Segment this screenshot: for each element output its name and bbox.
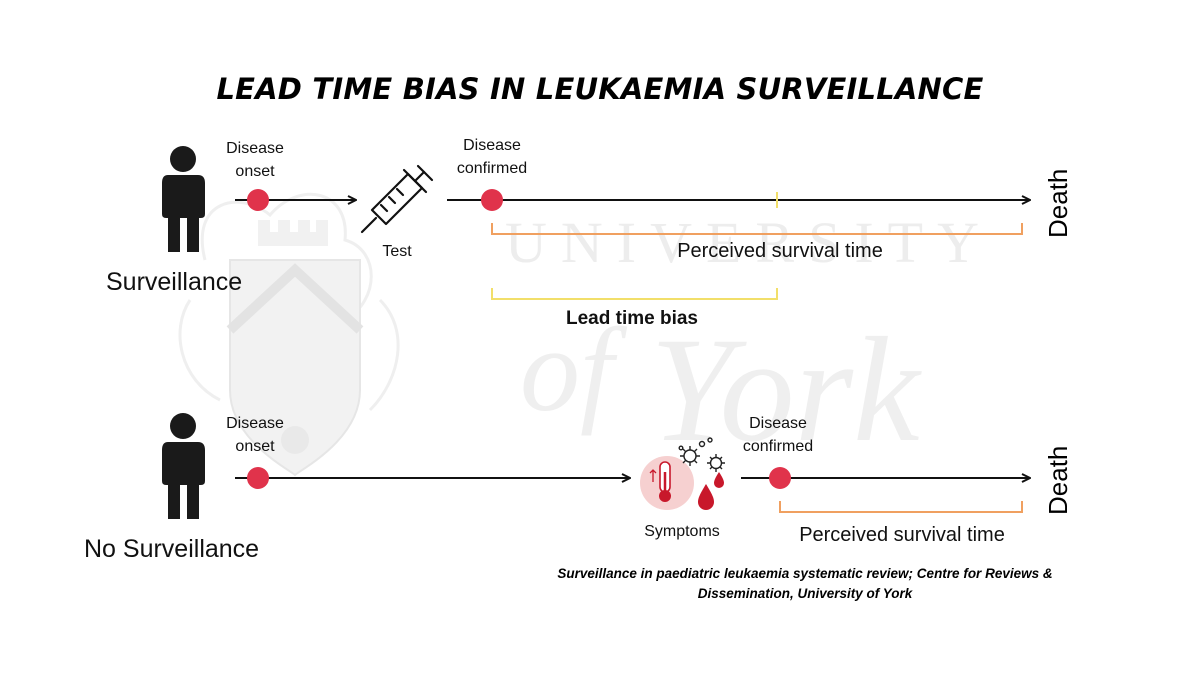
svg-text:of: of	[520, 303, 628, 436]
symptoms-icon	[640, 437, 725, 510]
syringe-icon	[360, 164, 434, 234]
no-surveillance-confirmed-dot	[769, 467, 791, 489]
surveillance-death-label: Death	[1043, 168, 1073, 238]
surveillance-confirmed-label: Disease confirmed	[456, 137, 528, 177]
no-surveillance-confirmed-label: Disease confirmed	[742, 415, 814, 455]
surveillance-perceived-survival-label: Perceived survival time	[677, 240, 883, 262]
surveillance-onset-dot	[247, 189, 269, 211]
no-surveillance-group-label: No Surveillance	[84, 535, 260, 563]
no-surveillance-onset-label: Disease onset	[226, 415, 284, 455]
svg-text:York: York	[650, 307, 922, 473]
citation: Surveillance in paediatric leukaemia sys…	[557, 566, 1053, 601]
no-surveillance-death-label: Death	[1043, 445, 1073, 515]
surveillance-person-icon	[162, 146, 205, 252]
surveillance-group-label: Surveillance	[106, 268, 243, 296]
no-surveillance-perceived-survival-label: Perceived survival time	[799, 524, 1005, 546]
surveillance-onset-label: Disease onset	[226, 140, 284, 180]
test-label: Test	[382, 243, 412, 260]
symptoms-label: Symptoms	[644, 523, 720, 540]
lead-time-bracket	[491, 288, 778, 300]
lead-time-bias-label: Lead time bias	[566, 308, 698, 329]
surveillance-confirmed-dot	[481, 189, 503, 211]
no-surveillance-perceived-bracket	[779, 501, 1023, 513]
diagram-title: LEAD TIME BIAS IN LEUKAEMIA SURVEILLANCE	[216, 72, 984, 106]
surveillance-perceived-bracket	[491, 223, 1023, 235]
no-surveillance-person-icon	[162, 413, 205, 519]
svg-text:UNIVERSITY: UNIVERSITY	[505, 210, 993, 275]
no-surveillance-onset-dot	[247, 467, 269, 489]
